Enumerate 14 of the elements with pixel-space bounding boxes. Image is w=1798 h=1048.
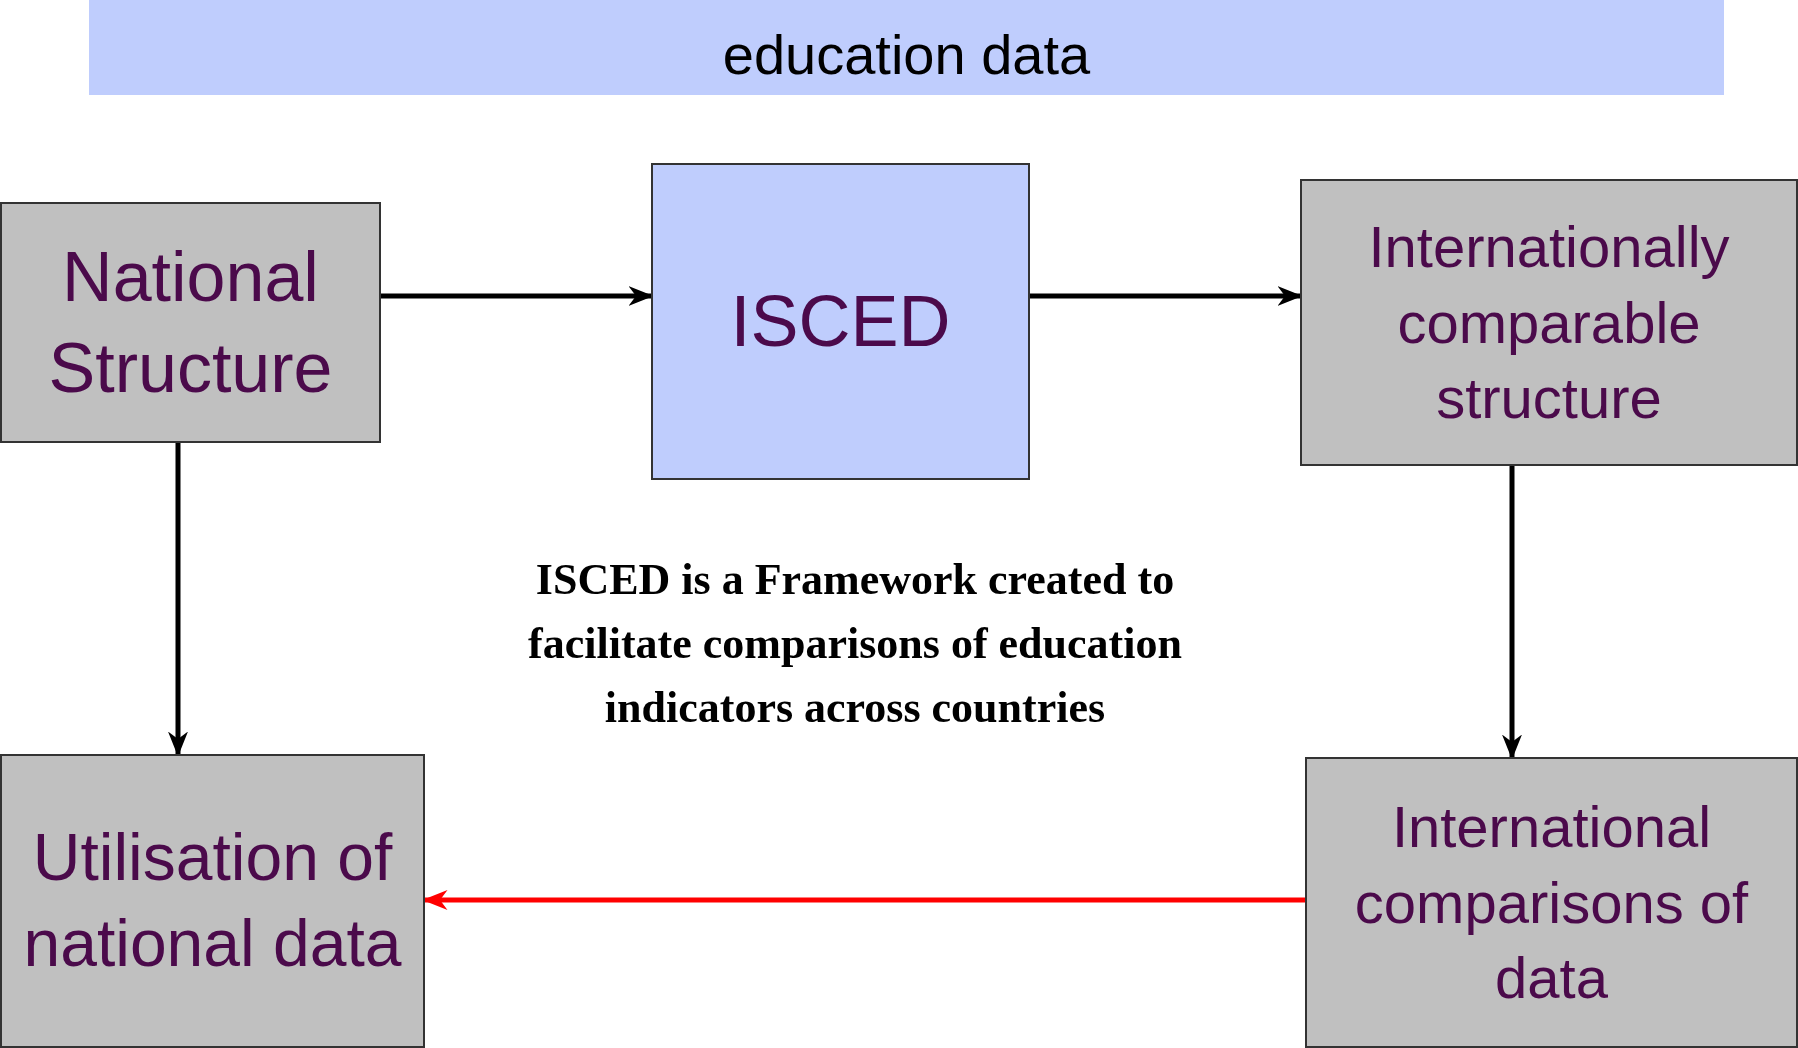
arrow <box>1502 466 1522 760</box>
box-label: National Structure <box>47 236 334 409</box>
box-label: International comparisons of data <box>1353 793 1750 1013</box>
process-box <box>0 202 381 443</box>
box-label: Utilisation of national data <box>22 819 403 982</box>
process-box <box>1300 179 1798 466</box>
process-box <box>651 163 1030 480</box>
arrow <box>168 443 188 757</box>
note-text: ISCED is a Framework created to facilitate comparisons of education indicators across countries <box>527 554 1183 734</box>
box-label: ISCED <box>730 279 951 363</box>
box-label: Internationally comparable structure <box>1367 213 1731 433</box>
process-box <box>0 754 425 1048</box>
process-box <box>1305 757 1798 1048</box>
title: education data <box>721 22 1092 87</box>
